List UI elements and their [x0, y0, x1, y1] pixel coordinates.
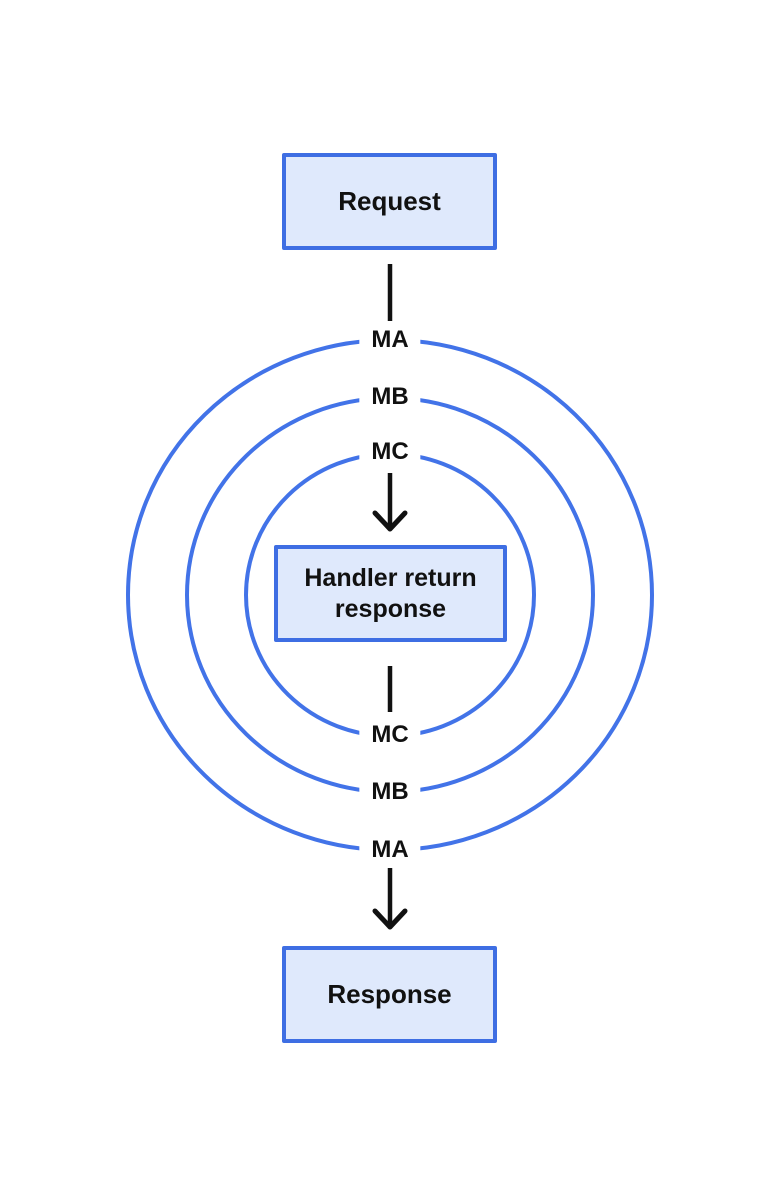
middleware-label-ma-out: MA: [359, 834, 421, 866]
arrow-down-icon: [372, 510, 408, 532]
rings-to-handler-arrow: [372, 473, 408, 532]
handler-label: Handler return response: [304, 563, 477, 623]
response-label: Response: [327, 979, 452, 1009]
response-box: Response: [282, 946, 497, 1043]
middleware-label-ma-in: MA: [359, 324, 421, 356]
handler-box: Handler return response: [274, 545, 507, 642]
middleware-label-mc-in: MC: [359, 436, 421, 468]
middleware-label-mb-in: MB: [359, 381, 421, 413]
middleware-label-mc-out: MC: [359, 719, 421, 751]
middleware-label-mb-out: MB: [359, 776, 421, 808]
request-label: Request: [338, 186, 441, 216]
arrow-down-icon: [372, 908, 408, 930]
rings-to-response-arrow: [372, 868, 408, 930]
request-box: Request: [282, 153, 497, 250]
